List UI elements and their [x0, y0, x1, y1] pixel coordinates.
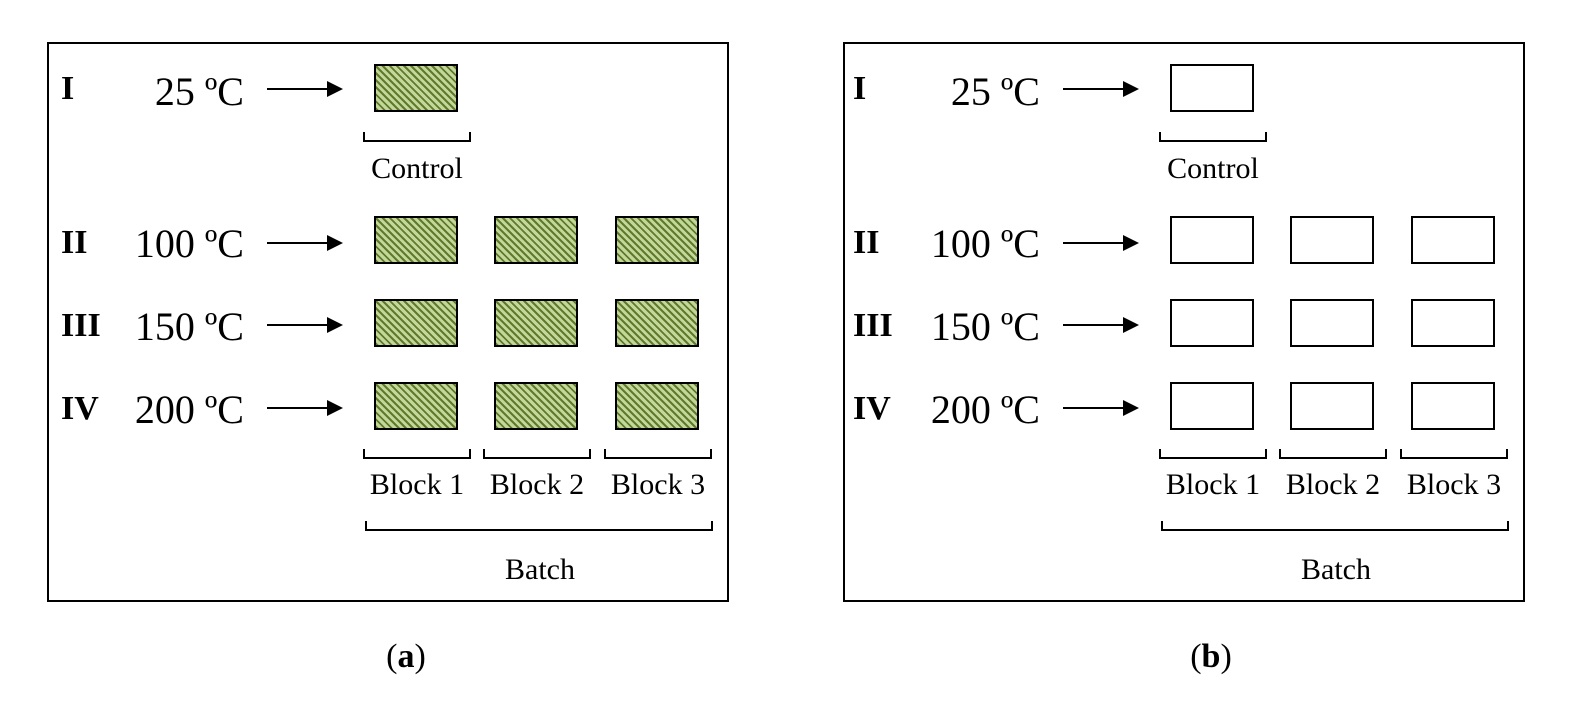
- sample-block-150-1: [374, 299, 458, 347]
- block-2-bracket: [1279, 449, 1387, 459]
- sample-block-150-2: [1290, 299, 1374, 347]
- arrow-right-icon: [267, 317, 343, 333]
- block-1-label: Block 1: [369, 468, 465, 501]
- block-3-bracket: [1400, 449, 1508, 459]
- control-label: Control: [371, 152, 463, 185]
- arrow-right-icon: [1063, 235, 1139, 251]
- block-2-label: Block 2: [489, 468, 585, 501]
- batch-label: Batch: [1301, 553, 1371, 586]
- sample-block-200-1: [1170, 382, 1254, 430]
- arrow-right-icon: [267, 400, 343, 416]
- temp-label-25: 25 ºC: [950, 69, 1040, 114]
- arrow-right-icon: [1063, 81, 1139, 97]
- caption-a-letter: a: [397, 638, 415, 675]
- panel-b: I II III IV 25 ºC 100 ºC 150 ºC 200 ºC C…: [843, 42, 1525, 602]
- sample-block-100-2: [1290, 216, 1374, 264]
- sample-block-200-1: [374, 382, 458, 430]
- batch-label: Batch: [505, 553, 575, 586]
- sample-block-150-3: [615, 299, 699, 347]
- batch-bracket: [1161, 521, 1509, 531]
- control-bracket: [1159, 132, 1267, 142]
- block-3-label: Block 3: [610, 468, 706, 501]
- temp-label-200: 200 ºC: [134, 387, 244, 432]
- block-1-bracket: [363, 449, 471, 459]
- batch-bracket: [365, 521, 713, 531]
- temp-label-25: 25 ºC: [154, 69, 244, 114]
- arrow-right-icon: [267, 235, 343, 251]
- block-1-bracket: [1159, 449, 1267, 459]
- sample-block-100-1: [374, 216, 458, 264]
- sample-block-150-2: [494, 299, 578, 347]
- sample-block-100-1: [1170, 216, 1254, 264]
- row-label-iv: IV: [853, 390, 891, 427]
- sample-block-150-3: [1411, 299, 1495, 347]
- caption-b-letter: b: [1201, 638, 1221, 675]
- sample-block-200-3: [615, 382, 699, 430]
- row-label-iv: IV: [61, 390, 99, 427]
- block-1-label: Block 1: [1165, 468, 1261, 501]
- caption-b: (b): [1190, 638, 1232, 675]
- control-bracket: [363, 132, 471, 142]
- sample-block-200-2: [494, 382, 578, 430]
- caption-a: (a): [386, 638, 426, 675]
- sample-block-150-1: [1170, 299, 1254, 347]
- block-2-bracket: [483, 449, 591, 459]
- sample-block-100-3: [1411, 216, 1495, 264]
- arrow-right-icon: [1063, 400, 1139, 416]
- sample-block-200-3: [1411, 382, 1495, 430]
- row-label-i: I: [61, 70, 75, 107]
- temp-label-100: 100 ºC: [134, 221, 244, 266]
- row-label-iii: III: [853, 307, 893, 344]
- temp-label-200: 200 ºC: [930, 387, 1040, 432]
- temp-label-100: 100 ºC: [930, 221, 1040, 266]
- row-label-i: I: [853, 70, 867, 107]
- sample-block-100-2: [494, 216, 578, 264]
- block-3-label: Block 3: [1406, 468, 1502, 501]
- panel-a: I II III IV 25 ºC 100 ºC 150 ºC 200 ºC C…: [47, 42, 729, 602]
- row-label-iii: III: [61, 307, 101, 344]
- arrow-right-icon: [267, 81, 343, 97]
- block-3-bracket: [604, 449, 712, 459]
- row-label-ii: II: [61, 224, 88, 261]
- arrow-right-icon: [1063, 317, 1139, 333]
- sample-block-200-2: [1290, 382, 1374, 430]
- temp-label-150: 150 ºC: [930, 304, 1040, 349]
- sample-block-control: [374, 64, 458, 112]
- temp-label-150: 150 ºC: [134, 304, 244, 349]
- control-label: Control: [1167, 152, 1259, 185]
- sample-block-100-3: [615, 216, 699, 264]
- sample-block-control: [1170, 64, 1254, 112]
- row-label-ii: II: [853, 224, 880, 261]
- block-2-label: Block 2: [1285, 468, 1381, 501]
